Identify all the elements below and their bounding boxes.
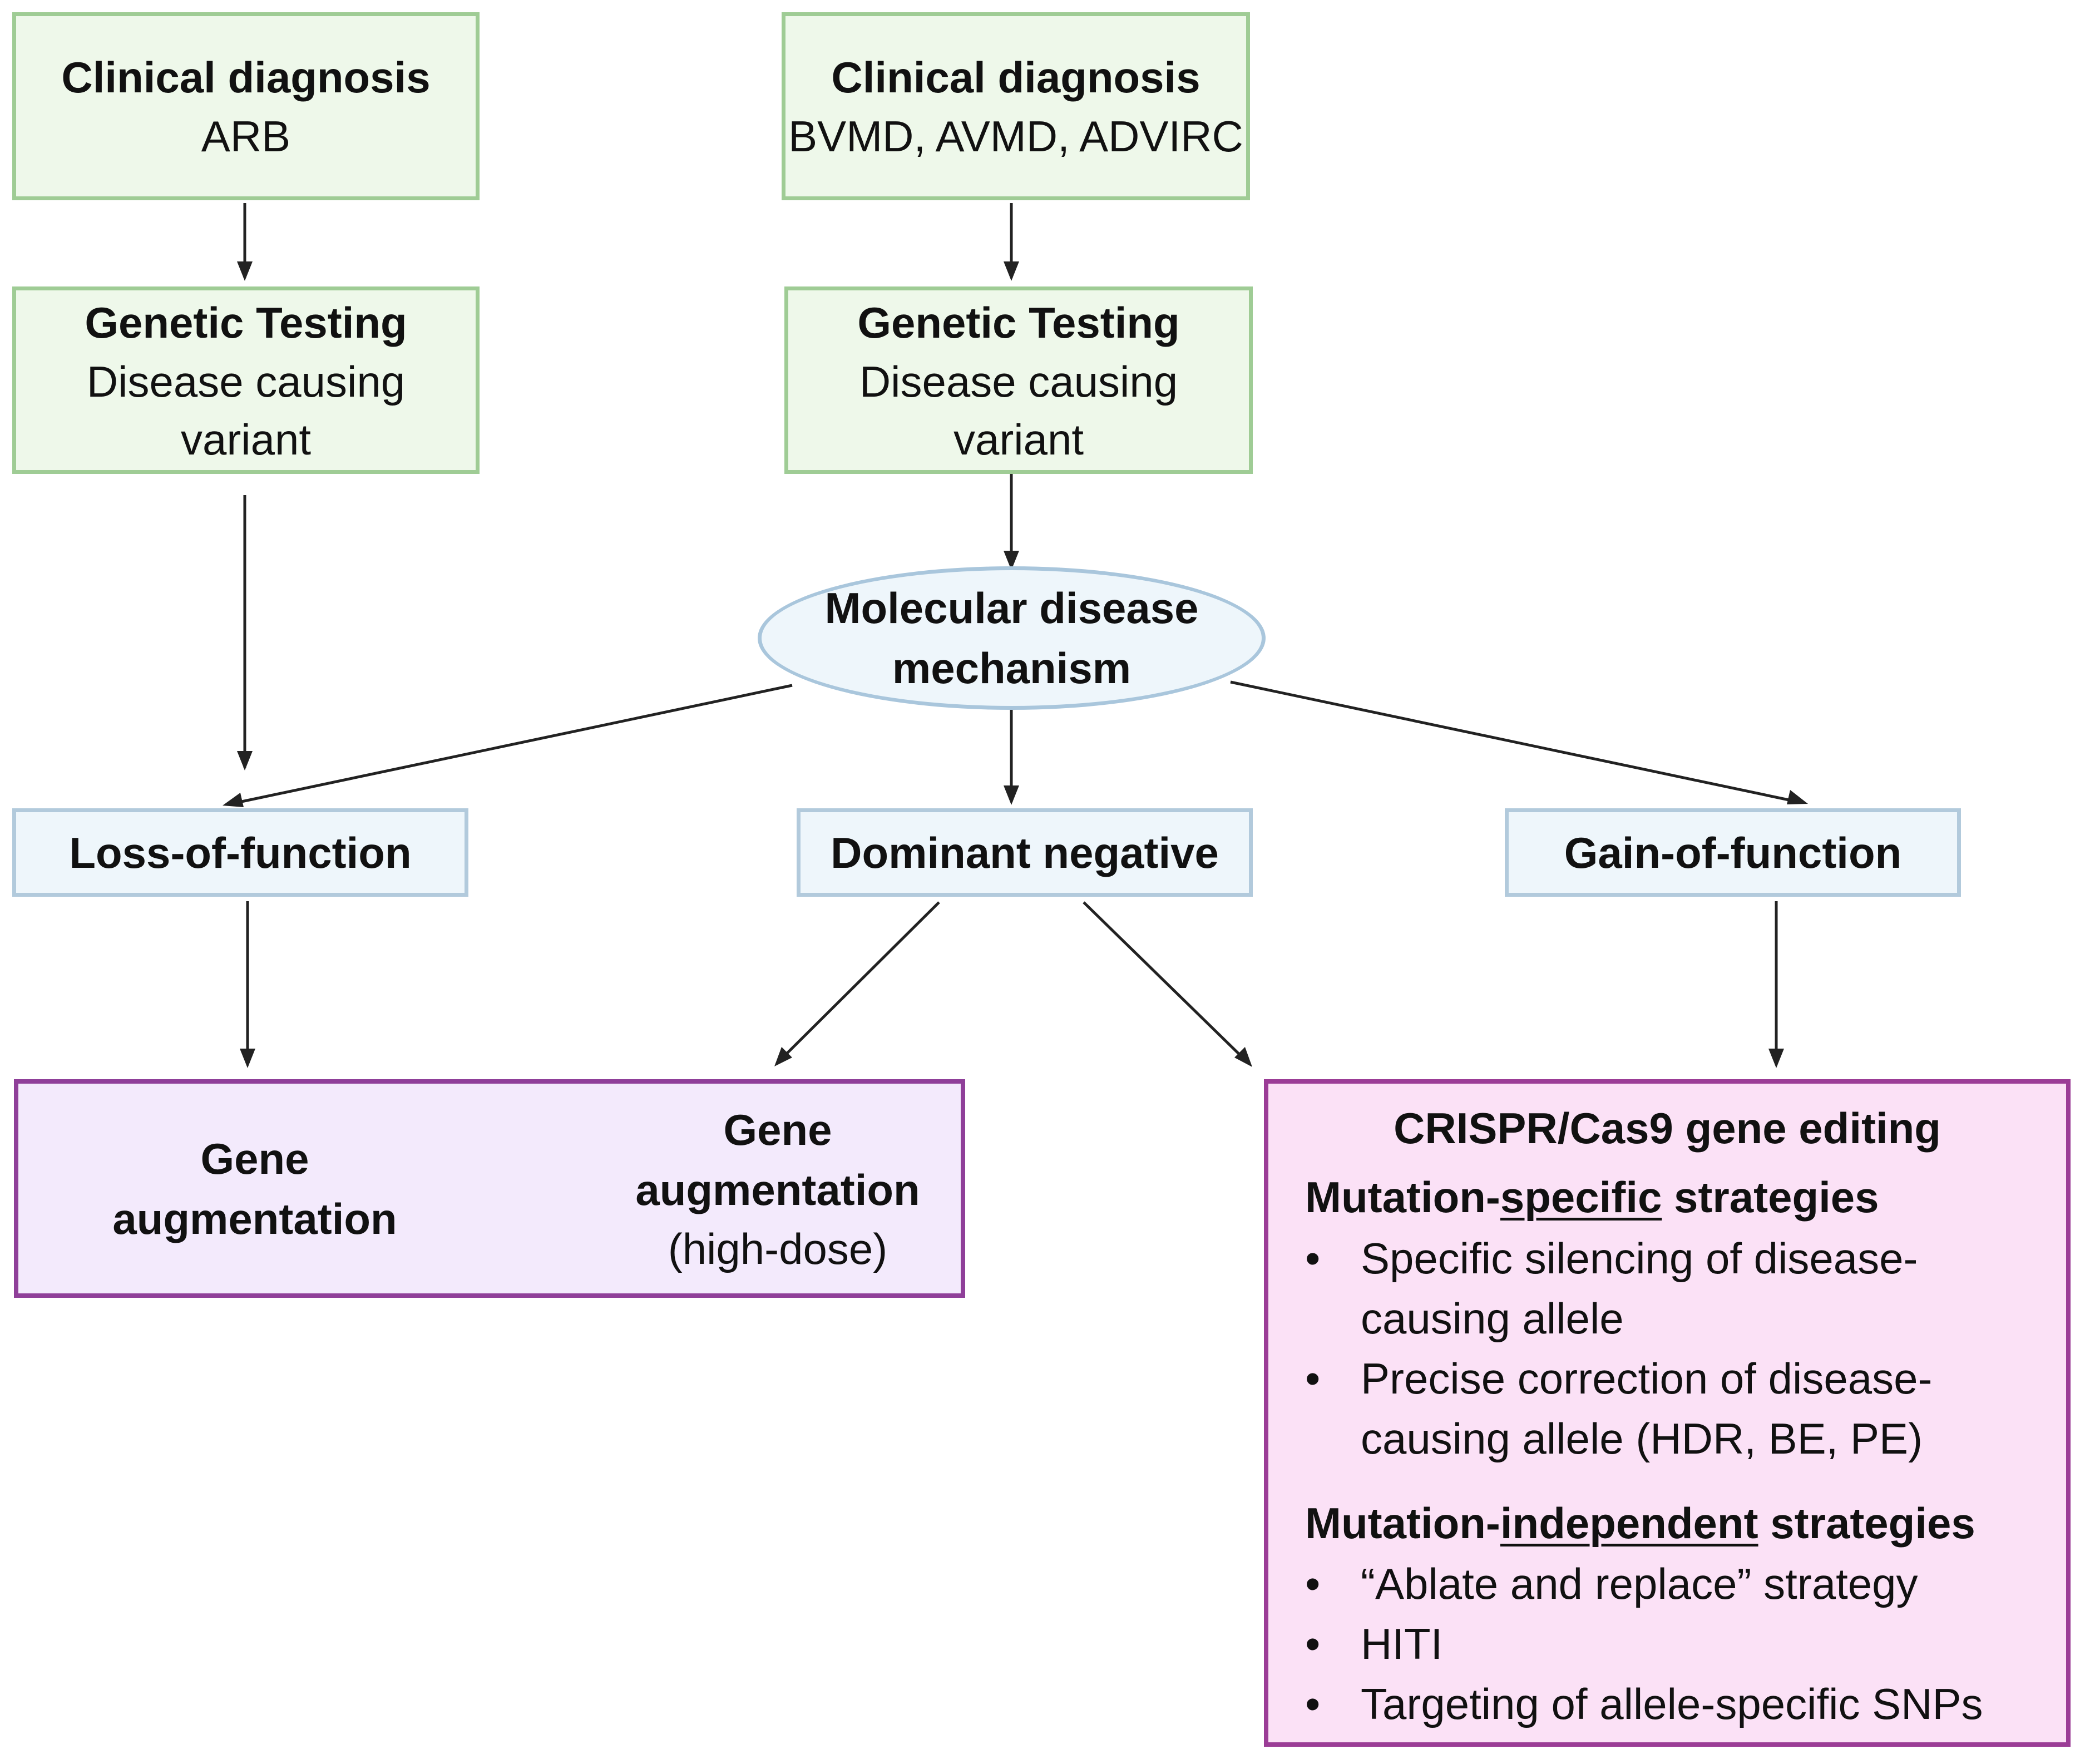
- genetic-testing-right-box: Genetic Testing Disease causing variant: [784, 286, 1253, 474]
- clinical-diagnosis-right-title: Clinical diagnosis: [831, 53, 1200, 102]
- mutation-independent-suffix: strategies: [1758, 1499, 1975, 1548]
- gain-of-function-label: Gain-of-function: [1564, 828, 1902, 877]
- mutation-independent-heading: Mutation-independent strategies: [1305, 1495, 1975, 1551]
- genetic-testing-right-detail-2: variant: [953, 414, 1084, 464]
- mutation-specific-underlined: specific: [1500, 1173, 1662, 1222]
- arrow-dominant-to-crispr: [1083, 901, 1250, 1065]
- genetic-testing-left-detail-1: Disease causing: [86, 357, 406, 406]
- molecular-mechanism-line2: mechanism: [892, 644, 1132, 693]
- gene-augmentation-line2: augmentation: [112, 1194, 397, 1243]
- list-item: “Ablate and replace” strategy: [1305, 1554, 2051, 1614]
- list-item: Precise correction of disease-causing al…: [1305, 1348, 2051, 1469]
- genetic-testing-right-detail-1: Disease causing: [859, 357, 1178, 406]
- crispr-box: CRISPR/Cas9 gene editing Mutation-specif…: [1264, 1079, 2071, 1747]
- loss-of-function-box: Loss-of-function: [12, 808, 468, 897]
- crispr-title: CRISPR/Cas9 gene editing: [1394, 1104, 1941, 1153]
- arrow-mechanism-to-gain: [1230, 680, 1797, 803]
- gene-augmentation-group: Gene augmentation: [18, 1084, 491, 1293]
- gene-augmentation-high-group: Gene augmentation (high-dose): [525, 1084, 1031, 1293]
- mutation-independent-prefix: Mutation-: [1305, 1499, 1500, 1548]
- molecular-mechanism-line1: Molecular disease: [824, 584, 1199, 633]
- gain-of-function-box: Gain-of-function: [1505, 808, 1961, 897]
- list-item: Specific silencing of disease-causing al…: [1305, 1228, 2051, 1348]
- clinical-diagnosis-left-box: Clinical diagnosis ARB: [12, 12, 480, 200]
- mutation-specific-heading: Mutation-specific strategies: [1305, 1169, 1879, 1225]
- genetic-testing-right-title: Genetic Testing: [857, 298, 1180, 347]
- dominant-negative-label: Dominant negative: [831, 828, 1219, 877]
- arrow-dominant-to-gene-aug-high: [777, 901, 940, 1064]
- gene-augmentation-high-line3: (high-dose): [668, 1224, 888, 1273]
- clinical-diagnosis-right-detail: BVMD, AVMD, ADVIRC: [788, 112, 1243, 161]
- mutation-specific-prefix: Mutation-: [1305, 1173, 1500, 1222]
- gene-augmentation-high-line1: Gene: [723, 1105, 832, 1154]
- clinical-diagnosis-right-box: Clinical diagnosis BVMD, AVMD, ADVIRC: [782, 12, 1250, 200]
- arrow-mechanism-to-loss: [233, 684, 793, 805]
- mutation-specific-list: Specific silencing of disease-causing al…: [1305, 1228, 2051, 1469]
- mutation-independent-underlined: independent: [1500, 1499, 1758, 1548]
- list-item: HITI: [1305, 1614, 2051, 1674]
- list-item: Targeting of allele-specific SNPs: [1305, 1674, 2051, 1734]
- clinical-diagnosis-left-title: Clinical diagnosis: [61, 53, 431, 102]
- dominant-negative-box: Dominant negative: [797, 808, 1253, 897]
- genetic-testing-left-box: Genetic Testing Disease causing variant: [12, 286, 480, 474]
- gene-augmentation-box: Gene augmentation Gene augmentation (hig…: [14, 1079, 965, 1298]
- clinical-diagnosis-left-detail: ARB: [201, 112, 291, 161]
- gene-augmentation-line1: Gene: [200, 1134, 309, 1183]
- mutation-specific-suffix: strategies: [1662, 1173, 1879, 1222]
- loss-of-function-label: Loss-of-function: [69, 828, 412, 877]
- mutation-independent-list: “Ablate and replace” strategy HITI Targe…: [1305, 1554, 2051, 1734]
- gene-augmentation-high-line2: augmentation: [635, 1165, 920, 1214]
- genetic-testing-left-title: Genetic Testing: [85, 298, 407, 347]
- genetic-testing-left-detail-2: variant: [180, 414, 312, 464]
- molecular-mechanism-ellipse: Molecular disease mechanism: [758, 566, 1266, 710]
